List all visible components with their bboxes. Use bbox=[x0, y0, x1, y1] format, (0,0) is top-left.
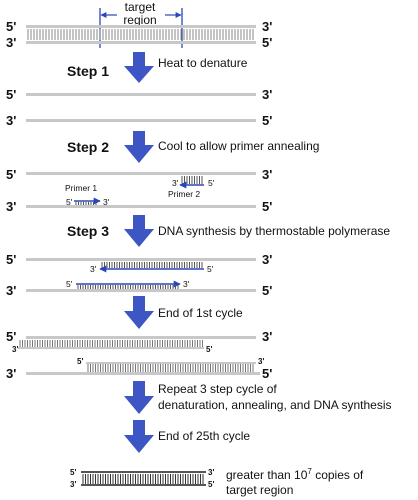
c1-bot-new-strand bbox=[86, 362, 256, 364]
s3-new-strand-bottom-base-pairs bbox=[77, 285, 179, 289]
s2-strand-bottom-3prime: 3' bbox=[6, 199, 16, 214]
cycle1-end-text: End of 1st cycle bbox=[158, 306, 243, 320]
target-region-annotation: target region bbox=[99, 0, 183, 48]
top-strand-5prime: 5' bbox=[6, 19, 16, 34]
step3-arrow bbox=[124, 215, 154, 247]
s3-strand-bottom-3prime: 3' bbox=[6, 283, 16, 298]
step2-text: Cool to allow primer annealing bbox=[158, 139, 319, 153]
result-exponent: 7 bbox=[307, 467, 312, 476]
template-strand-bottom bbox=[26, 41, 256, 44]
c1-top-5prime: 5' bbox=[6, 329, 16, 344]
target-label: target bbox=[125, 0, 156, 14]
s3-new-bottom-5prime: 5' bbox=[66, 279, 73, 289]
s2-strand-bottom-5prime: 5' bbox=[262, 199, 272, 214]
s3-new-bottom-3prime: 3' bbox=[183, 279, 190, 289]
c1-bottom-base-pairs bbox=[87, 364, 254, 372]
s2-strand-bottom bbox=[26, 205, 256, 208]
result-prefix: greater than 10 bbox=[226, 468, 308, 482]
s3-strand-bottom-5prime: 5' bbox=[262, 283, 272, 298]
cycle1-arrow bbox=[124, 296, 154, 329]
s1-strand-top-3prime: 3' bbox=[262, 87, 272, 102]
primer1-3prime: 3' bbox=[103, 197, 110, 207]
c1-top-3prime: 3' bbox=[262, 329, 272, 344]
result-suffix: copies of bbox=[312, 468, 364, 482]
s3-new-strand-top-base-pairs bbox=[101, 262, 203, 268]
s1-strand-top-5prime: 5' bbox=[6, 87, 16, 102]
final-product-base-pairs bbox=[82, 474, 204, 484]
s1-strand-bottom bbox=[26, 119, 256, 122]
top-strand-5prime-right: 5' bbox=[262, 35, 272, 50]
c1-top-new-5prime: 5' bbox=[206, 345, 212, 354]
c1-bot-new-3prime: 3' bbox=[258, 357, 264, 366]
c1-top-new-3prime: 3' bbox=[12, 345, 18, 354]
s2-strand-top bbox=[26, 172, 256, 175]
step3-text: DNA synthesis by thermostable polymerase bbox=[158, 224, 390, 238]
cycle25-arrow bbox=[124, 420, 154, 453]
step2-arrow bbox=[124, 131, 154, 163]
c1-bottom-3prime: 3' bbox=[6, 366, 16, 381]
s3-strand-top-3prime: 3' bbox=[262, 252, 272, 267]
top-strand-3prime-right: 3' bbox=[262, 19, 272, 34]
final-top-3prime: 3' bbox=[208, 468, 214, 477]
top-strand-3prime: 3' bbox=[6, 35, 16, 50]
region-label: region bbox=[123, 13, 156, 27]
s3-strand-top-5prime: 5' bbox=[6, 252, 16, 267]
primer2-base-pairs bbox=[181, 176, 203, 184]
c1-top-new-strand bbox=[18, 347, 204, 349]
s1-strand-bottom-5prime: 5' bbox=[262, 113, 272, 128]
step1-arrow bbox=[124, 52, 154, 83]
c1-top-template bbox=[26, 336, 256, 339]
c1-bottom-template bbox=[26, 372, 260, 375]
final-bottom-3prime: 3' bbox=[70, 480, 76, 489]
step3-label: Step 3 bbox=[67, 223, 109, 239]
s3-strand-bottom bbox=[26, 289, 256, 292]
c1-bot-new-5prime: 5' bbox=[77, 357, 83, 366]
result-line1: greater than 107 copies of bbox=[226, 467, 364, 482]
primer1-label: Primer 1 bbox=[65, 183, 97, 193]
c1-bottom-5prime: 5' bbox=[262, 366, 272, 381]
cycle25-end-text: End of 25th cycle bbox=[158, 429, 250, 443]
primer2-3prime: 3' bbox=[172, 178, 179, 188]
final-top-5prime: 5' bbox=[70, 468, 76, 477]
final-product-bottom bbox=[81, 484, 206, 486]
repeat-line1: Repeat 3 step cycle of bbox=[158, 382, 277, 396]
primer1-5prime: 5' bbox=[66, 197, 73, 207]
final-product-top bbox=[81, 471, 206, 473]
primer2-5prime: 5' bbox=[208, 178, 215, 188]
s2-strand-top-3prime: 3' bbox=[262, 167, 272, 182]
final-bottom-5prime: 5' bbox=[208, 480, 214, 489]
s2-strand-top-5prime: 5' bbox=[6, 167, 16, 182]
s1-strand-bottom-3prime: 3' bbox=[6, 113, 16, 128]
result-line2: target region bbox=[226, 483, 293, 497]
template-strand-top bbox=[26, 25, 256, 28]
s3-new-top-3prime: 3' bbox=[90, 264, 97, 274]
repeat-arrow bbox=[124, 381, 154, 414]
primer2-label: Primer 2 bbox=[168, 189, 200, 199]
s3-new-top-5prime: 5' bbox=[207, 264, 214, 274]
step1-text: Heat to denature bbox=[158, 56, 248, 70]
template-base-pairs bbox=[27, 29, 254, 40]
c1-top-base-pairs bbox=[19, 340, 203, 347]
step2-label: Step 2 bbox=[67, 139, 109, 155]
repeat-line2: denaturation, annealing, and DNA synthes… bbox=[158, 398, 392, 412]
step1-label: Step 1 bbox=[67, 63, 109, 79]
s3-strand-top bbox=[26, 258, 256, 261]
s1-strand-top bbox=[26, 93, 256, 96]
